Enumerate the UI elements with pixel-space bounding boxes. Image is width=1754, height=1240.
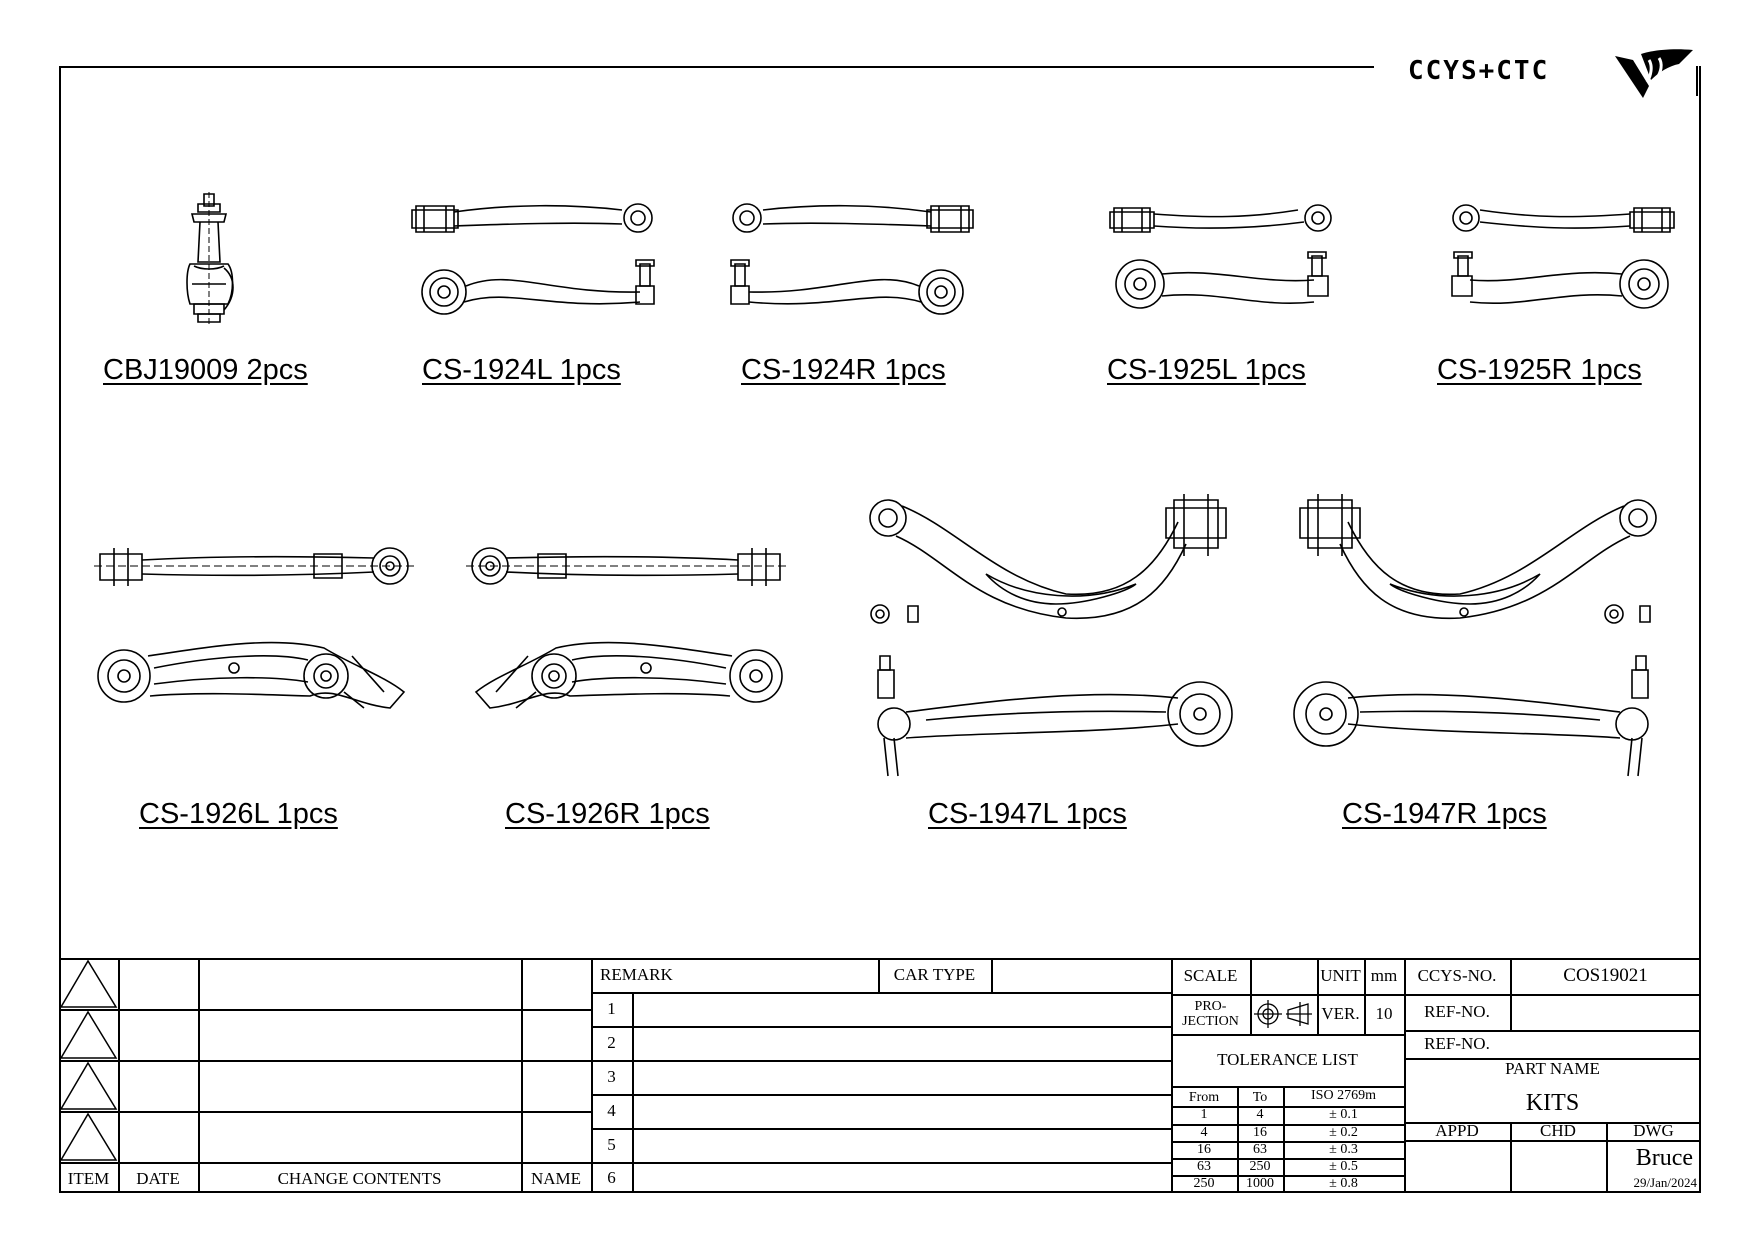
remark-row-2: 2 [607,1033,616,1052]
brand-wing-icon [1615,49,1693,98]
appd-label: APPD [1435,1121,1479,1140]
cs-1924r-drawing [725,198,975,323]
tolerance-value: ± 0.2 [1329,1124,1358,1140]
tolerance-header-to: To [1252,1090,1268,1105]
cs-1926r-drawing [466,536,786,726]
dwg-name: Bruce [1635,1144,1693,1171]
remark-row-1: 1 [607,999,616,1018]
part-label-cs-1925r: CS-1925R 1pcs [1437,354,1642,386]
remark-row-6: 6 [607,1167,616,1187]
scale-label: SCALE [1183,966,1238,985]
projection-label-line-1: PRO- [1194,999,1227,1014]
tolerance-header-from: From [1188,1090,1220,1105]
projection-label: PRO- JECTION [1171,994,1250,1034]
remark-label: REMARK [600,965,673,984]
part-label-cs-1925l: CS-1925L 1pcs [1107,354,1306,386]
projection-label-line-2: JECTION [1182,1014,1239,1029]
part-label-cs-1926r: CS-1926R 1pcs [505,798,710,830]
tolerance-value: ± 0.3 [1329,1141,1358,1157]
brand-logo-text: CCYS+CTC [1408,56,1550,86]
header-name: NAME [530,1168,582,1188]
dwg-date: 29/Jan/2024 [1633,1175,1697,1190]
dwg-label: DWG [1633,1121,1674,1140]
header-date: DATE [136,1168,180,1188]
frame-top-right-tick [1696,66,1698,96]
ccys-no-value: COS19021 [1563,965,1648,986]
tolerance-value: ± 0.8 [1329,1175,1358,1191]
tolerance-to: 16 [1253,1124,1267,1140]
unit-label: UNIT [1320,966,1361,985]
part-label-cs-1926l: CS-1926L 1pcs [139,798,338,830]
tolerance-from: 4 [1200,1124,1208,1140]
cs-1924l-drawing [410,198,660,323]
tolerance-to: 1000 [1246,1175,1274,1191]
cs-1947r-drawing [1280,488,1660,778]
tolerance-value: ± 0.1 [1329,1107,1358,1122]
header-change-contents: CHANGE CONTENTS [277,1168,442,1188]
part-name-label: PART NAME [1505,1059,1600,1078]
ver-label: VER. [1321,1004,1360,1023]
tolerance-to: 63 [1253,1141,1267,1157]
chd-label: CHD [1540,1121,1576,1140]
frame-top-line [59,66,1374,68]
ccys-no-label: CCYS-NO. [1417,966,1497,985]
header-item: ITEM [67,1168,110,1188]
cs-1926l-drawing [94,536,414,726]
tolerance-from: 16 [1197,1141,1211,1157]
cs-1947l-drawing [866,488,1246,778]
tolerance-to: 250 [1249,1158,1271,1174]
cs-1925r-drawing [1444,198,1676,323]
part-label-cbj19009: CBJ19009 2pcs [103,354,308,386]
tolerance-from: 1 [1200,1107,1208,1122]
ref-no-label-2: REF-NO. [1424,1034,1490,1053]
tolerance-to: 4 [1256,1107,1264,1122]
unit-value: mm [1370,966,1398,985]
tolerance-header-iso: ISO 2769m [1311,1088,1376,1103]
revision-triangles [59,959,118,1161]
drawing-frame [59,66,1701,1193]
remark-row-3: 3 [607,1067,616,1086]
ver-value: 10 [1375,1004,1393,1023]
remark-row-5: 5 [607,1135,616,1154]
tolerance-from: 250 [1193,1175,1215,1191]
ref-no-label-1: REF-NO. [1424,1002,1490,1021]
tolerance-from: 63 [1197,1158,1211,1174]
tolerance-title: TOLERANCE LIST [1217,1050,1358,1069]
ball-joint-drawing [180,192,240,324]
remark-row-4: 4 [607,1101,616,1120]
part-label-cs-1947l: CS-1947L 1pcs [928,798,1127,830]
car-type-label: CAR TYPE [893,965,976,984]
cs-1925l-drawing [1108,198,1340,323]
projection-symbol-icon [1254,1000,1312,1028]
tolerance-value: ± 0.5 [1329,1158,1358,1174]
part-label-cs-1947r: CS-1947R 1pcs [1342,798,1547,830]
part-name-value: KITS [1525,1089,1580,1116]
brand-logo: CCYS+CTC [1408,46,1698,102]
part-label-cs-1924l: CS-1924L 1pcs [422,354,621,386]
part-label-cs-1924r: CS-1924R 1pcs [741,354,946,386]
